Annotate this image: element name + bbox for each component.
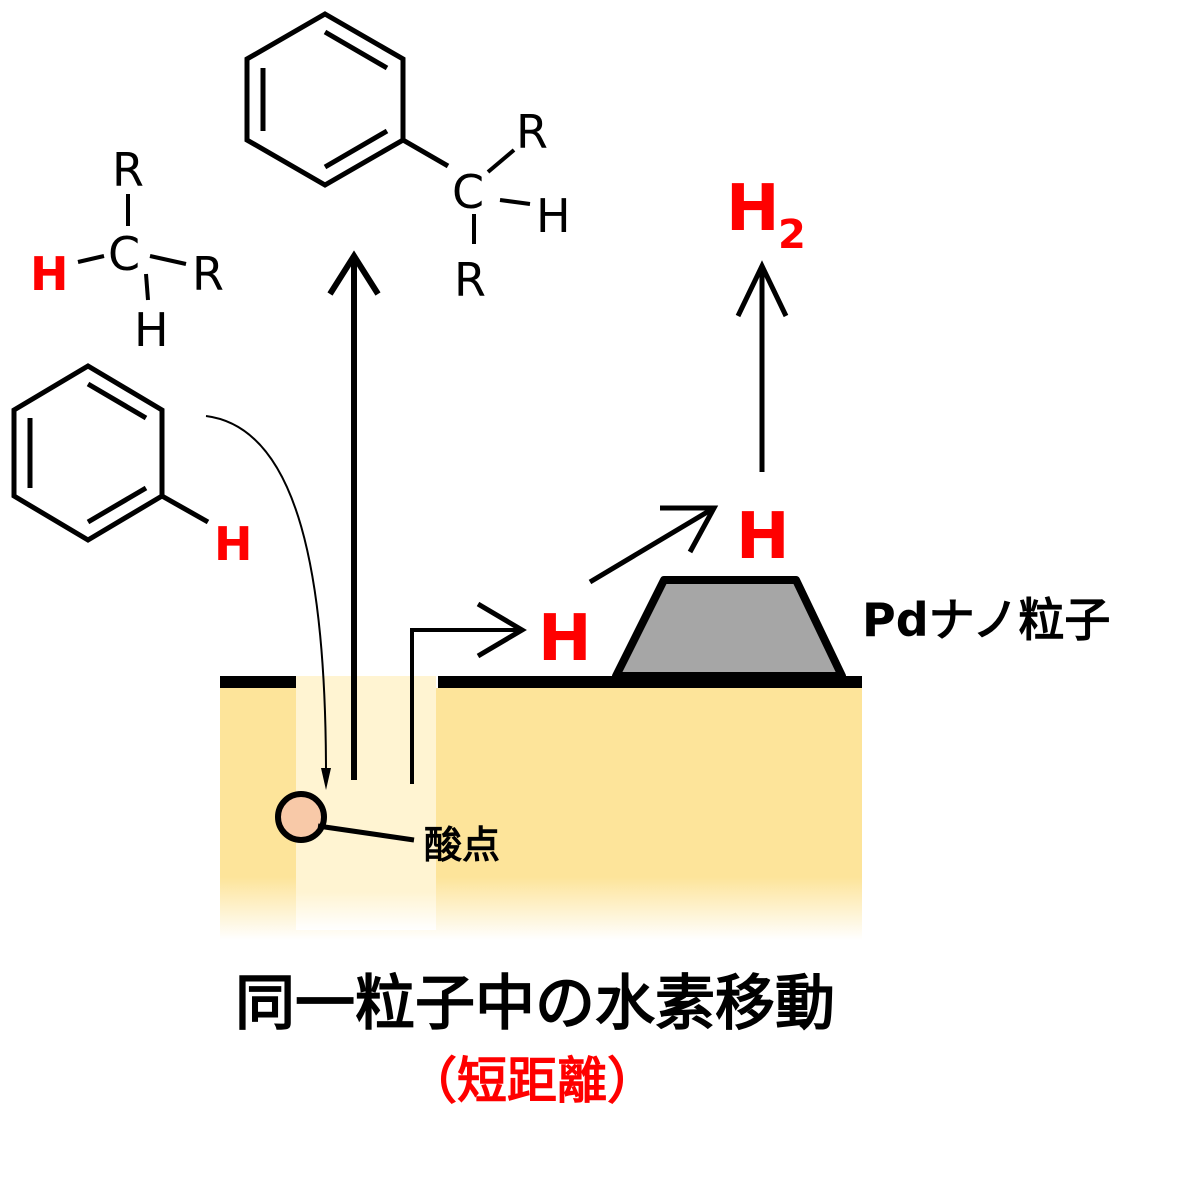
svg-text:R: R: [454, 253, 486, 307]
svg-text:R: R: [112, 143, 144, 197]
h2-molecule-subscript: 2: [778, 212, 806, 258]
svg-text:R: R: [516, 105, 548, 159]
hydrogen-migration-arrowhead: [660, 505, 719, 554]
benzene-h-atom: H: [214, 517, 253, 571]
pd-particle-label: Pdナノ粒子: [862, 593, 1110, 647]
hydrogen-spillover-arrow: [410, 628, 522, 784]
h2-desorption-arrowhead: [735, 260, 789, 318]
svg-text:C: C: [108, 227, 140, 281]
caption-main: 同一粒子中の水素移動: [235, 969, 835, 1039]
hydrogen-spillover-arrowhead: [476, 601, 527, 659]
product-exit-arrowhead: [327, 250, 381, 296]
benzene-ring-reactant: [11, 363, 210, 543]
svg-text:H: H: [536, 189, 571, 243]
hydrogen-migration-arrow: [588, 505, 716, 585]
reactant-diffusion-arrowhead: [321, 768, 331, 790]
pd-nanoparticle: [612, 576, 846, 680]
hydrogen-on-support: H: [538, 602, 592, 676]
svg-text:H: H: [134, 303, 169, 357]
acid-site: [275, 791, 327, 843]
alkane-molecule: R C H R H: [30, 143, 224, 357]
svg-text:H: H: [30, 247, 69, 301]
reactant-diffusion-arrow: [205, 415, 327, 775]
benzylic-product: C R H R: [244, 11, 571, 307]
svg-text:C: C: [452, 165, 484, 219]
acid-site-leader: [317, 823, 415, 843]
h2-molecule-label: H: [726, 172, 780, 246]
acid-site-label: 酸点: [424, 823, 500, 867]
hydrogen-on-particle: H: [736, 500, 790, 574]
caption-sub: （短距離）: [407, 1052, 657, 1110]
svg-text:R: R: [192, 247, 224, 301]
